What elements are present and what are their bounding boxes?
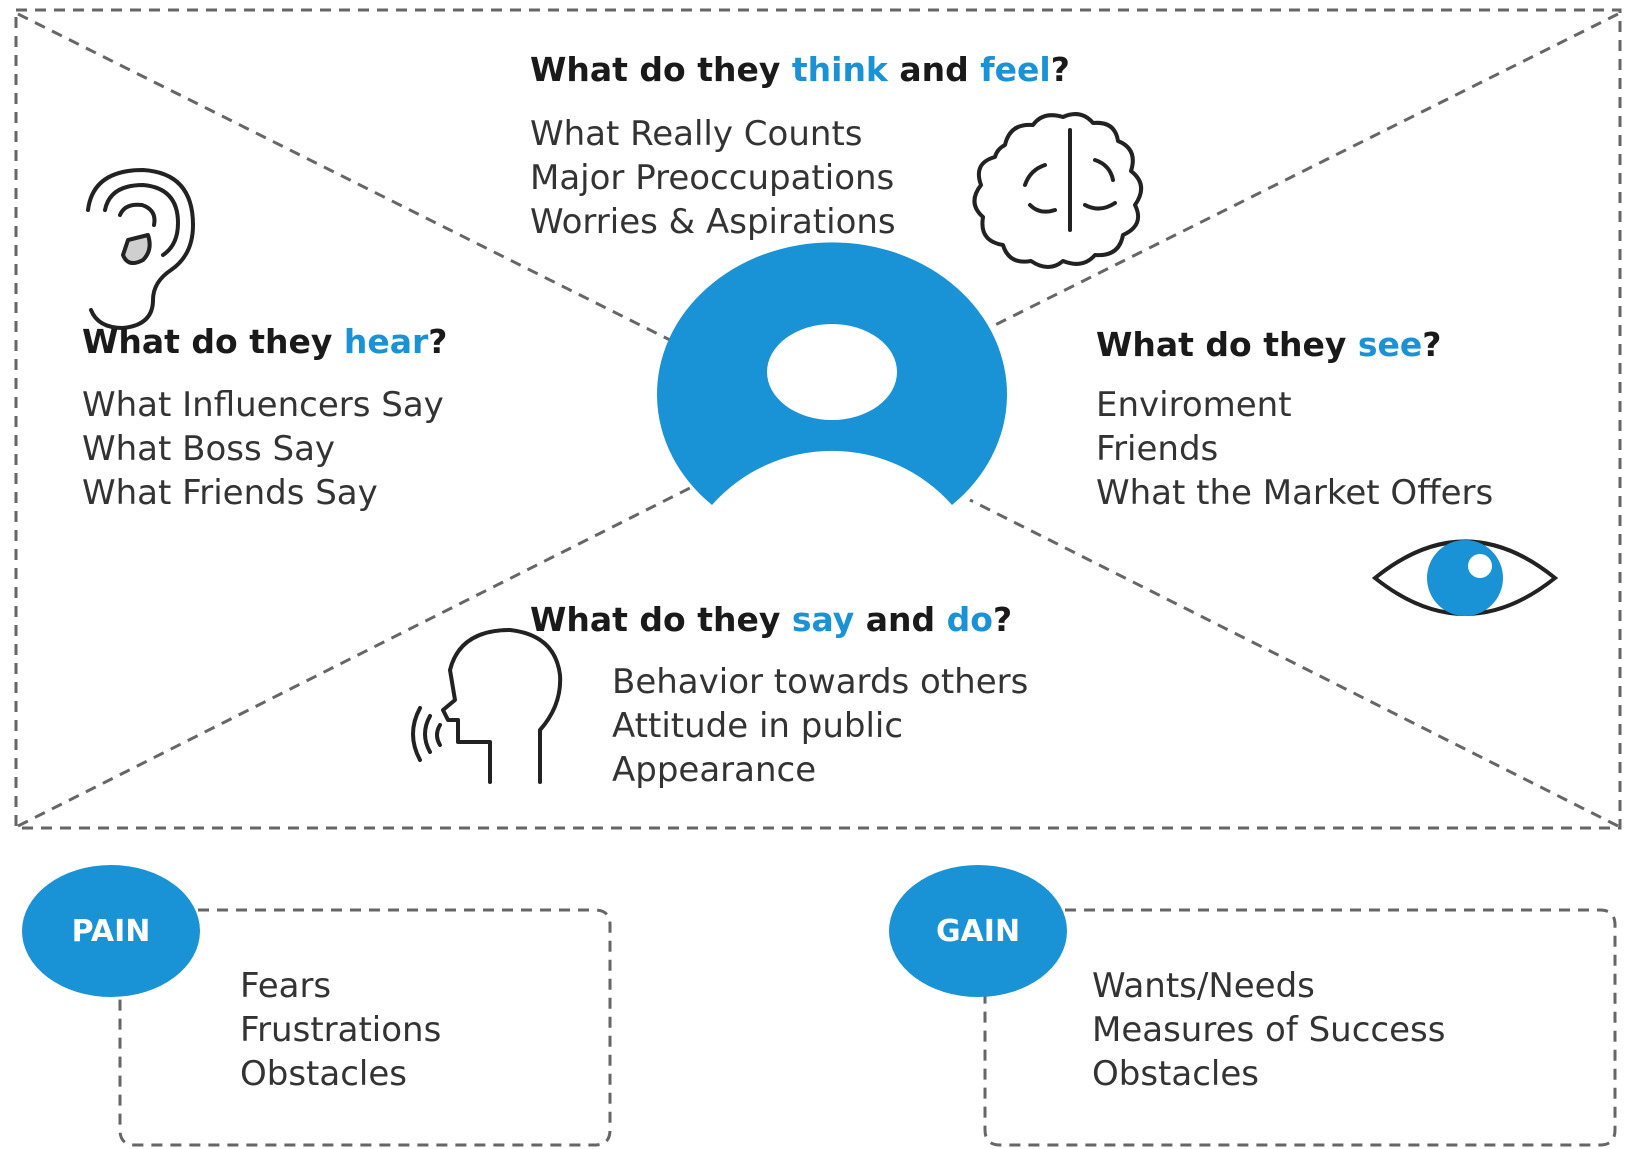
map-frame	[14, 8, 1622, 830]
heading-part: ?	[428, 322, 448, 361]
heading-part: ?	[1422, 325, 1442, 364]
list-item: What Boss Say	[82, 429, 336, 469]
pain-badge-label: PAIN	[71, 914, 151, 949]
diagonal-bottom-right	[969, 498, 1619, 828]
list-item: Friends	[1096, 429, 1219, 469]
hear-list: What Influencers Say What Boss Say What …	[82, 383, 444, 515]
say-do-list: Behavior towards others Attitude in publ…	[612, 660, 1028, 792]
user-avatar-icon	[657, 242, 1008, 505]
pain-badge	[22, 865, 200, 997]
heading-highlight: think	[791, 50, 888, 89]
ear-icon	[86, 168, 195, 330]
list-item: Appearance	[612, 750, 817, 790]
heading-part: What do they	[1096, 325, 1358, 364]
see-heading: What do they see?	[1096, 325, 1441, 365]
gain-badge	[889, 865, 1067, 997]
heading-highlight: see	[1357, 325, 1423, 364]
list-item: Obstacles	[1092, 1054, 1259, 1094]
list-item: Behavior towards others	[612, 662, 1029, 702]
list-item: Measures of Success	[1092, 1010, 1446, 1050]
heading-part: ?	[1050, 50, 1070, 89]
heading-highlight: hear	[343, 322, 429, 361]
list-item: Frustrations	[240, 1010, 442, 1050]
diagonal-top-right	[974, 12, 1619, 337]
list-item: Wants/Needs	[1092, 966, 1315, 1006]
heading-highlight: feel	[980, 50, 1051, 89]
gain-badge-label: GAIN	[935, 914, 1021, 949]
heading-part: What do they	[82, 322, 344, 361]
list-item: Fears	[240, 966, 332, 1006]
diagonal-top-left	[17, 12, 681, 347]
heading-part: and	[854, 600, 947, 639]
diagonal-bottom-left	[17, 486, 691, 828]
think-feel-list: What Really Counts Major Preoccupations …	[530, 112, 896, 244]
say-do-heading: What do they say and do?	[530, 600, 1012, 640]
list-item: What Influencers Say	[82, 385, 444, 425]
heading-part: What do they	[530, 600, 792, 639]
list-item: What Friends Say	[82, 473, 378, 513]
brain-icon	[972, 112, 1143, 269]
eye-icon	[1371, 539, 1559, 616]
heading-part: and	[887, 50, 981, 89]
pain-list: Fears Frustrations Obstacles	[240, 964, 441, 1096]
list-item: Worries & Aspirations	[530, 202, 896, 242]
heading-highlight: say	[791, 600, 855, 639]
gain-list: Wants/Needs Measures of Success Obstacle…	[1092, 964, 1445, 1096]
list-item: Enviroment	[1096, 385, 1292, 425]
heading-highlight: do	[946, 600, 993, 639]
hear-heading: What do they hear?	[82, 322, 447, 362]
heading-part: What do they	[530, 50, 792, 89]
speaking-head-icon	[411, 628, 563, 784]
list-item: Obstacles	[240, 1054, 407, 1094]
think-feel-heading: What do they think and feel?	[530, 50, 1070, 90]
list-item: What the Market Offers	[1096, 473, 1494, 513]
heading-part: ?	[992, 600, 1013, 639]
list-item: What Really Counts	[530, 114, 863, 154]
pain-box	[118, 908, 612, 1147]
list-item: Major Preoccupations	[530, 158, 895, 198]
see-list: Enviroment Friends What the Market Offer…	[1096, 383, 1493, 515]
list-item: Attitude in public	[612, 706, 904, 746]
